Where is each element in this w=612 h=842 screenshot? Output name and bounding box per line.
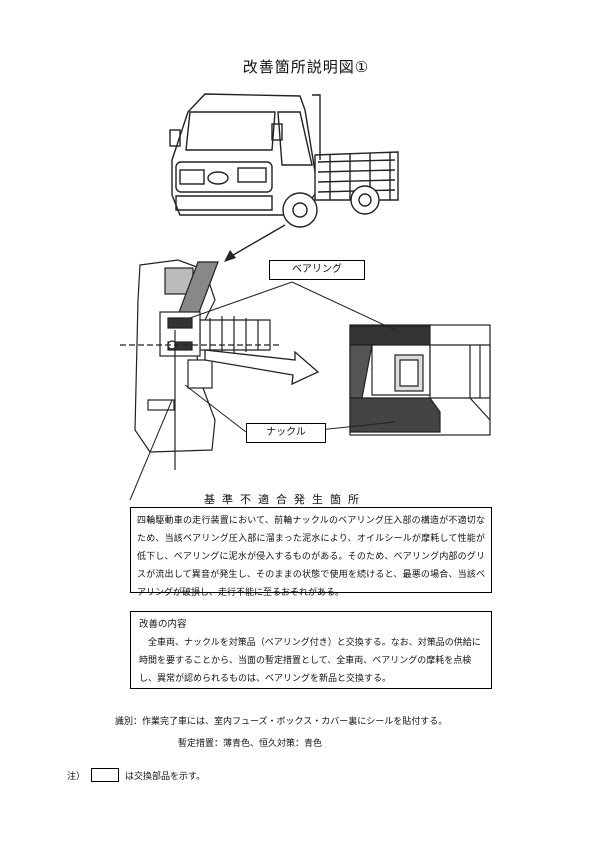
footnote-text: は交換部品を示す。 — [125, 771, 206, 782]
replacement-part-swatch — [91, 768, 120, 782]
defect-heading: 基準不適合発生箇所 — [204, 493, 366, 506]
footnote-prefix: 注） — [67, 771, 86, 782]
improvement-text: 全車両、ナックルを対策品（ベアリング付き）と交換する。なお、対策品の供給に時間を… — [139, 638, 481, 684]
truck-illustration — [169, 93, 399, 228]
identification-colors: 暫定措置：薄青色、恒久対策：青色 — [178, 739, 323, 749]
identification-line: 識別：作業完了車には、室内フューズ・ボックス・カバー裏にシールを貼付する。 — [115, 717, 448, 727]
improvement-box: 改善の内容 全車両、ナックルを対策品（ベアリング付き）と交換する。なお、対策品の… — [130, 611, 492, 689]
bearing-detail-drawing — [349, 324, 491, 436]
bearing-callout: ベアリング — [269, 260, 365, 280]
improvement-heading: 改善の内容 — [139, 619, 187, 630]
defect-description: 四輪駆動車の走行装置において、前輪ナックルのベアリング圧入部の構造が不適切なため… — [130, 507, 492, 598]
hub-assembly-drawing — [120, 259, 280, 470]
footnote: 注） は交換部品を示す。 — [67, 768, 205, 782]
knuckle-callout: ナックル — [246, 423, 326, 443]
page-title: 改善箇所説明図① — [242, 58, 370, 76]
